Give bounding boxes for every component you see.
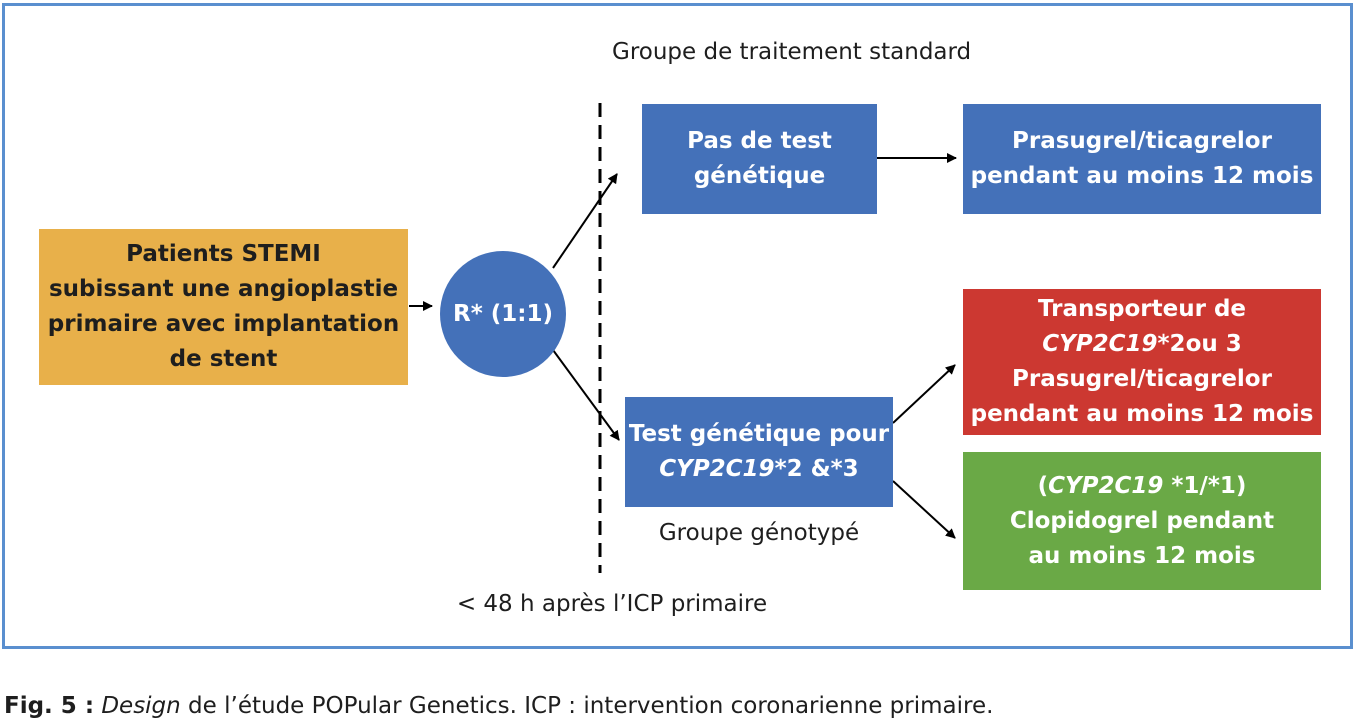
genotyped-group-label: Groupe génotypé (658, 520, 860, 546)
carrier-gene-line: CYP2C19*2ou 3 (1042, 331, 1242, 357)
timing-label: < 48 h après l’ICP primaire (456, 591, 768, 617)
arrow-test-to-noncarrier (892, 480, 956, 539)
figure-caption: Fig. 5 : Design de l’étude POPular Genet… (4, 693, 994, 719)
standard-outcome-box: Prasugrel/ticagrelor pendant au moins 12… (963, 104, 1321, 214)
no-test-box: Pas de test génétique (642, 104, 877, 214)
carrier-box: Transporteur de CYP2C19*2ou 3 Prasugrel/… (963, 289, 1321, 435)
arrow-test-to-carrier (892, 364, 956, 424)
genetic-test-box: Test génétique pour CYP2C19*2 &*3 (625, 397, 893, 507)
randomization-circle: R* (1:1) (440, 251, 566, 377)
diagram-frame (2, 3, 1353, 649)
arrow-r-to-genetic-test (552, 349, 620, 441)
noncarrier-gene-line: (CYP2C19 *1/*1) (1037, 472, 1247, 499)
patients-box: Patients STEMI subissant une angioplasti… (39, 229, 408, 385)
genetic-test-gene-line: CYP2C19*2 &*3 (659, 456, 859, 482)
noncarrier-box: (CYP2C19 *1/*1) Clopidogrel pendant au m… (963, 452, 1321, 590)
standard-group-label: Groupe de traitement standard (612, 39, 972, 65)
arrow-r-to-no-test (552, 173, 618, 269)
